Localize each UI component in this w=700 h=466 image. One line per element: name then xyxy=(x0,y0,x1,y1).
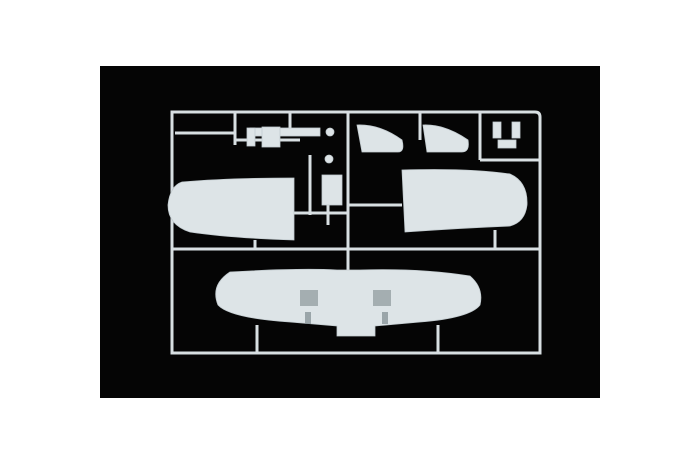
gun-bay-detail xyxy=(373,290,391,306)
wing-details xyxy=(300,290,391,324)
photo-background xyxy=(100,66,600,398)
left-wing-panel xyxy=(167,177,295,241)
small-round-part xyxy=(324,154,334,164)
gun-bay-detail xyxy=(300,290,318,306)
gear-part xyxy=(497,139,517,149)
gear-part xyxy=(492,121,502,139)
sprue-outer-frame xyxy=(170,110,542,355)
lower-wing-part xyxy=(215,268,482,337)
gear-part xyxy=(511,121,521,139)
sprue-frame xyxy=(170,110,542,355)
wheel-part xyxy=(325,127,335,137)
exhaust-part xyxy=(321,174,343,206)
detail-part xyxy=(246,127,256,147)
gear-well-detail xyxy=(305,312,311,324)
block-part xyxy=(261,126,281,148)
flap-part xyxy=(356,124,404,153)
strut-part xyxy=(249,127,321,137)
gear-well-detail xyxy=(382,312,388,324)
right-wing-panel xyxy=(401,169,528,233)
flap-part xyxy=(422,124,469,153)
